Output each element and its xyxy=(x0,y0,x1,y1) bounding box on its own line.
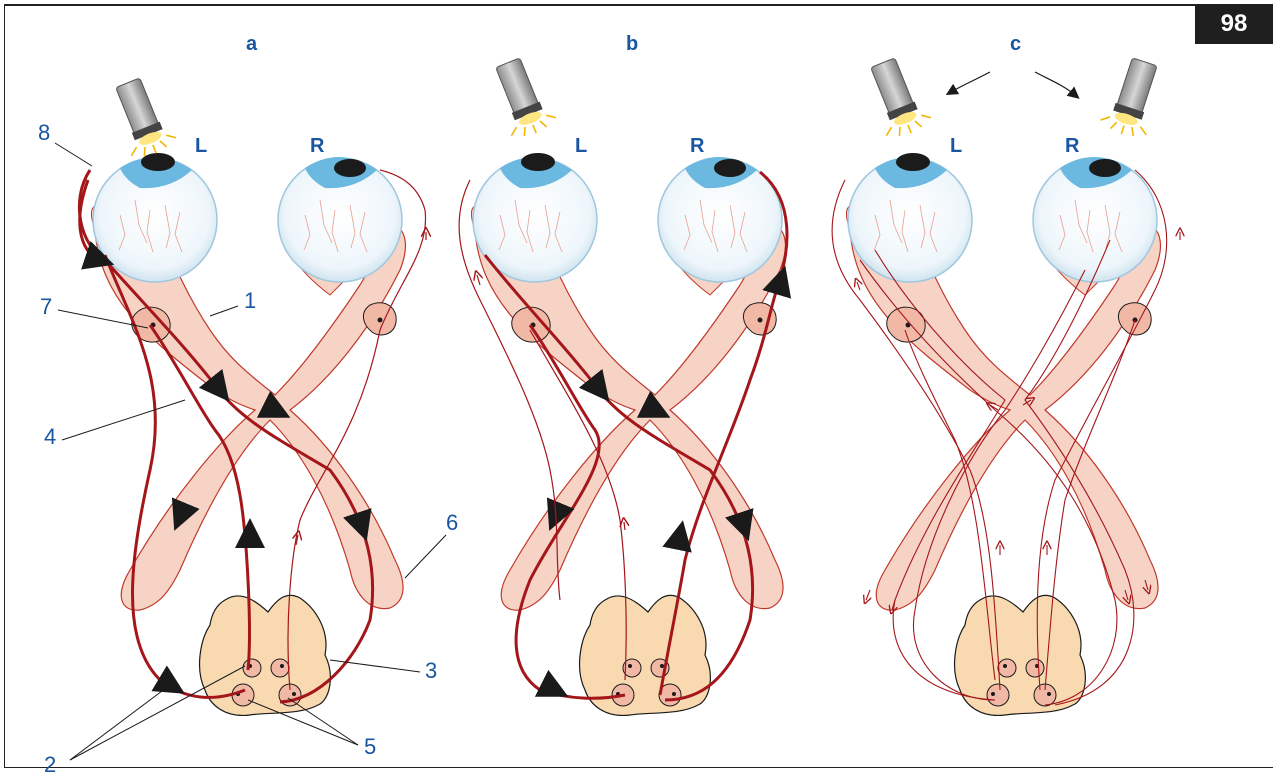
eye-label-left: L xyxy=(195,135,207,157)
callout-7: 7 xyxy=(40,294,52,319)
panel-b: b L R xyxy=(459,33,787,715)
eye-label-left: L xyxy=(575,135,587,157)
eye-label-right: R xyxy=(690,135,705,157)
callout-5: 5 xyxy=(364,734,376,759)
panel-label-c: c xyxy=(1010,33,1021,55)
callout-2: 2 xyxy=(44,752,56,772)
light-source-icon xyxy=(486,54,559,142)
callout-1: 1 xyxy=(244,288,256,313)
callout-4: 4 xyxy=(44,424,56,449)
eye-label-right: R xyxy=(310,135,325,157)
panel-a: a L R xyxy=(79,33,426,715)
alternating-arrow-left xyxy=(951,72,990,92)
callout-3: 3 xyxy=(425,658,437,683)
light-source-icon-right xyxy=(1098,54,1167,141)
eye-label-right: R xyxy=(1065,135,1080,157)
panel-label-a: a xyxy=(246,33,258,55)
callout-6: 6 xyxy=(446,510,458,535)
eye-label-left: L xyxy=(950,135,962,157)
alternating-arrow-right xyxy=(1035,72,1075,95)
light-source-icon-left xyxy=(861,54,934,142)
panel-c: c L R xyxy=(832,33,1180,715)
light-source-icon xyxy=(106,74,179,162)
panel-label-b: b xyxy=(626,33,638,55)
callout-8: 8 xyxy=(38,120,50,145)
